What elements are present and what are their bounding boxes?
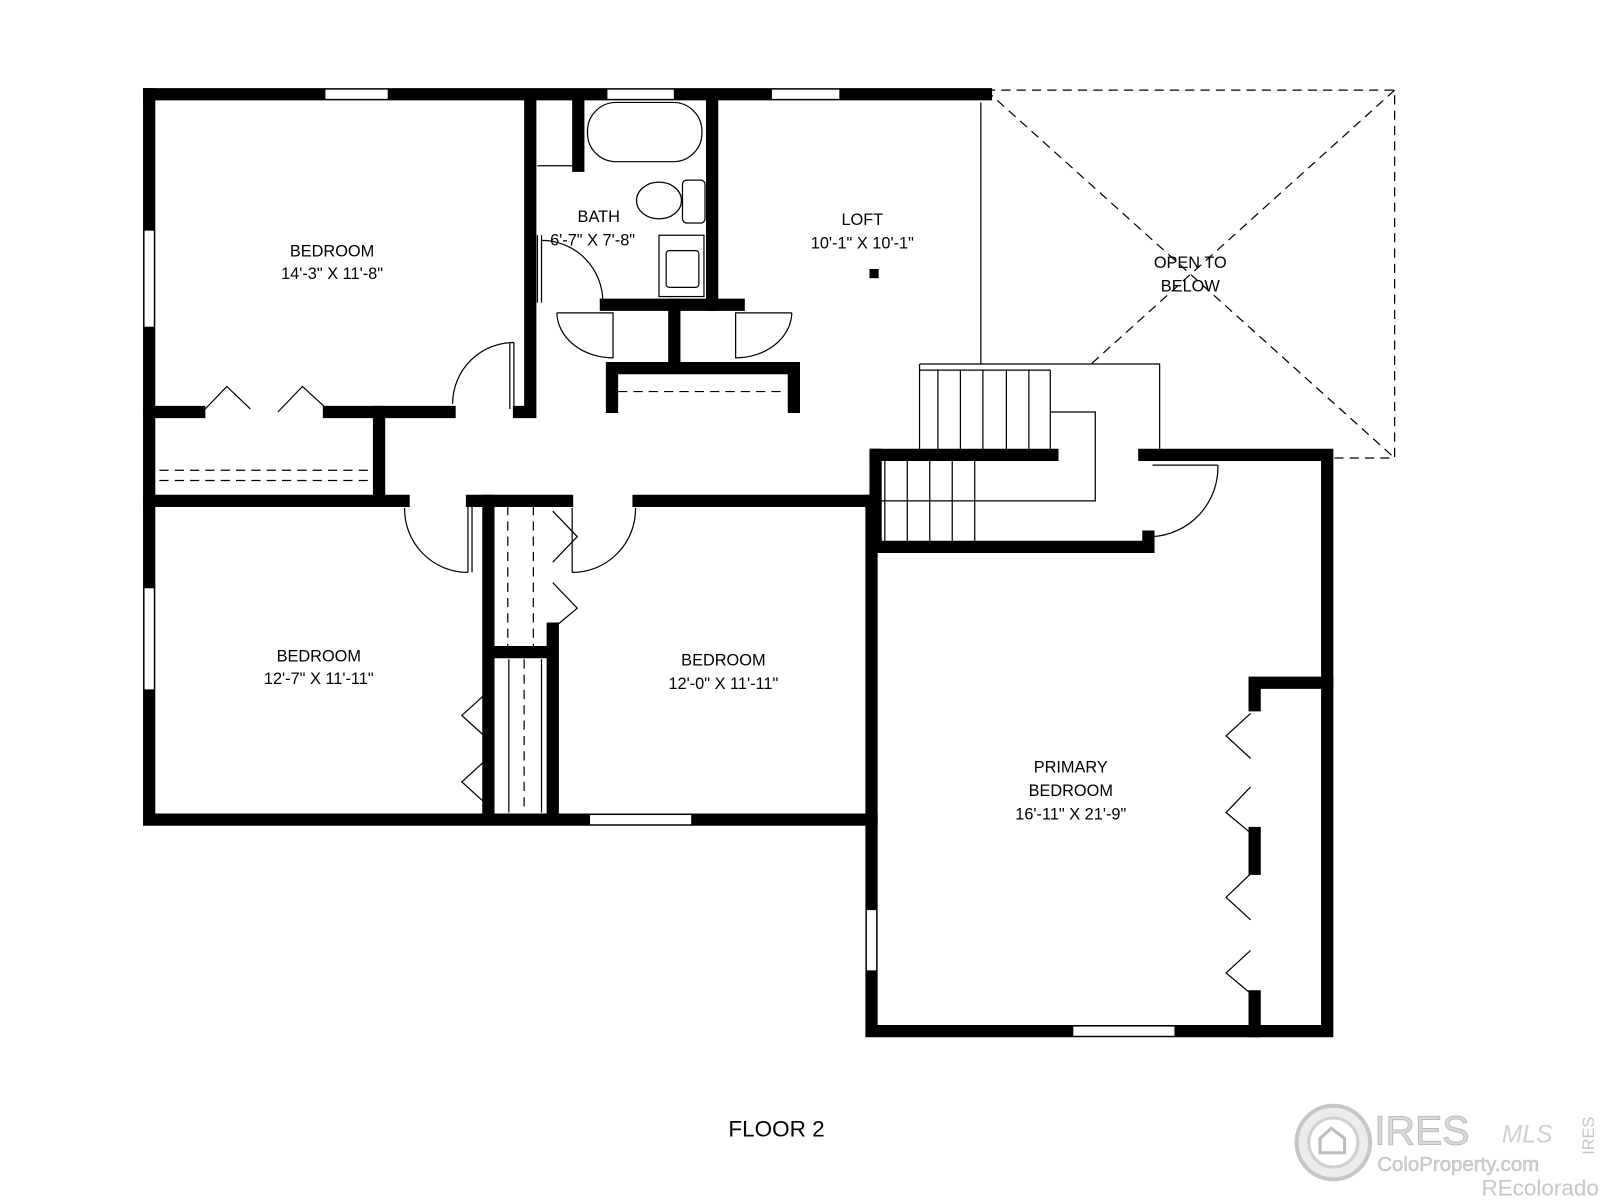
room-labels: BEDROOM 14'-3" X 11'-8" BATH 6'-7" X 7'-… <box>264 208 1227 1141</box>
room-name: OPEN TO <box>1154 254 1227 272</box>
room-dims: 12'-7" X 11'-11" <box>264 670 374 688</box>
walls <box>143 88 1334 1038</box>
room-name: BEDROOM <box>1029 782 1113 800</box>
room-dims: 16'-11" X 21'-9" <box>1015 806 1126 824</box>
svg-text:MLS: MLS <box>1502 1122 1553 1149</box>
room-name: BELOW <box>1161 277 1221 295</box>
room-dims: 12'-0" X 11'-11" <box>668 675 778 693</box>
room-dims: 10'-1" X 10'-1" <box>811 235 914 253</box>
room-name: LOFT <box>841 211 883 229</box>
svg-text:REcolorado: REcolorado <box>1481 1176 1598 1200</box>
fixtures <box>159 101 1252 994</box>
room-dims: 14'-3" X 11'-8" <box>281 265 383 283</box>
room-name: BEDROOM <box>277 647 361 665</box>
room-name: BATH <box>578 208 620 226</box>
svg-text:ColoProperty.com: ColoProperty.com <box>1377 1154 1539 1176</box>
open-to-below <box>985 89 1396 459</box>
room-name: BEDROOM <box>681 651 765 669</box>
room-dims: 6'-7" X 7'-8" <box>550 231 635 249</box>
svg-text:IRES: IRES <box>1580 1117 1598 1155</box>
watermark-logo: IRES MLS ColoProperty.com REcolorado IRE… <box>1294 1103 1599 1200</box>
plan-title: FLOOR 2 <box>728 1116 824 1141</box>
stairs <box>878 102 1161 542</box>
windows <box>143 88 1176 1037</box>
room-name: PRIMARY <box>1034 759 1108 777</box>
room-name: BEDROOM <box>290 243 374 261</box>
column-marker <box>869 268 879 279</box>
svg-text:IRES: IRES <box>1374 1108 1469 1154</box>
house-icon <box>1318 1126 1347 1155</box>
